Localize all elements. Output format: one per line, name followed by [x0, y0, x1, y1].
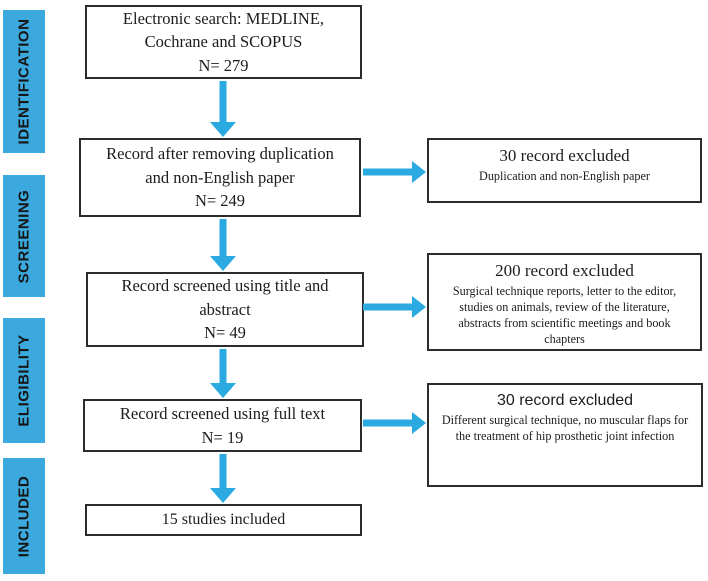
- excluded-duplicates-box: 30 record excluded Duplication and non-E…: [427, 138, 702, 203]
- phase-label-identification: IDENTIFICATION: [15, 18, 33, 145]
- arrow-down-icon: [207, 81, 239, 137]
- phase-label-screening: SCREENING: [15, 189, 33, 283]
- box-text-line: Record screened using title and: [121, 276, 329, 296]
- phase-label-eligibility: ELIGIBILITY: [15, 334, 33, 427]
- arrow-head: [412, 296, 426, 318]
- box-text-line: abstract: [199, 299, 251, 319]
- box-count: N= 279: [198, 55, 249, 75]
- arrow-head: [210, 256, 236, 271]
- arrow-head: [210, 122, 236, 137]
- after-duplicates-removed-box: Record after removing duplication and no…: [79, 138, 361, 217]
- arrow-stem: [219, 454, 227, 490]
- box-text-line: Electronic search: MEDLINE,: [122, 8, 325, 28]
- phase-label-included: INCLUDED: [15, 475, 33, 557]
- box-count: N= 19: [201, 427, 244, 447]
- box-text-line: Record after removing duplication: [106, 144, 334, 164]
- title-abstract-screened-box: Record screened using title and abstract…: [86, 272, 364, 347]
- box-count: N= 49: [204, 323, 246, 343]
- excluded-reason-text: Surgical technique reports, letter to th…: [452, 283, 677, 347]
- electronic-search-box: Electronic search: MEDLINE, Cochrane and…: [85, 5, 362, 79]
- arrow-right-icon: [363, 158, 426, 186]
- excluded-fulltext-box: 30 record excluded Different surgical te…: [427, 383, 703, 487]
- arrow-right-icon: [363, 409, 426, 437]
- arrow-stem: [219, 219, 227, 258]
- arrow-right-icon: [363, 293, 426, 321]
- phase-bar-identification: IDENTIFICATION: [3, 10, 45, 153]
- box-text-line: Cochrane and SCOPUS: [144, 32, 303, 52]
- phase-bar-eligibility: ELIGIBILITY: [3, 318, 45, 443]
- arrow-stem: [363, 303, 414, 311]
- excluded-reason-text: Different surgical technique, no muscula…: [441, 412, 689, 443]
- arrow-head: [412, 412, 426, 434]
- arrow-stem: [363, 419, 414, 427]
- arrow-down-icon: [207, 454, 239, 503]
- excluded-count-title: 30 record excluded: [499, 146, 630, 165]
- phase-bar-included: INCLUDED: [3, 458, 45, 574]
- box-text-line: Record screened using full text: [119, 404, 326, 424]
- excluded-count-title: 30 record excluded: [496, 392, 634, 409]
- arrow-head: [412, 161, 426, 183]
- arrow-head: [210, 383, 236, 398]
- box-text-line: 15 studies included: [161, 510, 286, 528]
- excluded-count-title: 200 record excluded: [495, 261, 634, 280]
- arrow-stem: [219, 81, 227, 124]
- arrow-down-icon: [207, 219, 239, 271]
- fulltext-screened-box: Record screened using full text N= 19: [83, 399, 362, 452]
- excluded-reason-text: Duplication and non-English paper: [479, 168, 650, 183]
- phase-bar-screening: SCREENING: [3, 175, 45, 297]
- excluded-title-abstract-box: 200 record excluded Surgical technique r…: [427, 253, 702, 351]
- arrow-head: [210, 488, 236, 503]
- arrow-stem: [219, 349, 227, 385]
- box-count: N= 249: [194, 191, 246, 211]
- studies-included-box: 15 studies included: [85, 504, 362, 536]
- arrow-stem: [363, 168, 414, 176]
- arrow-down-icon: [207, 349, 239, 398]
- box-text-line: and non-English paper: [145, 167, 295, 187]
